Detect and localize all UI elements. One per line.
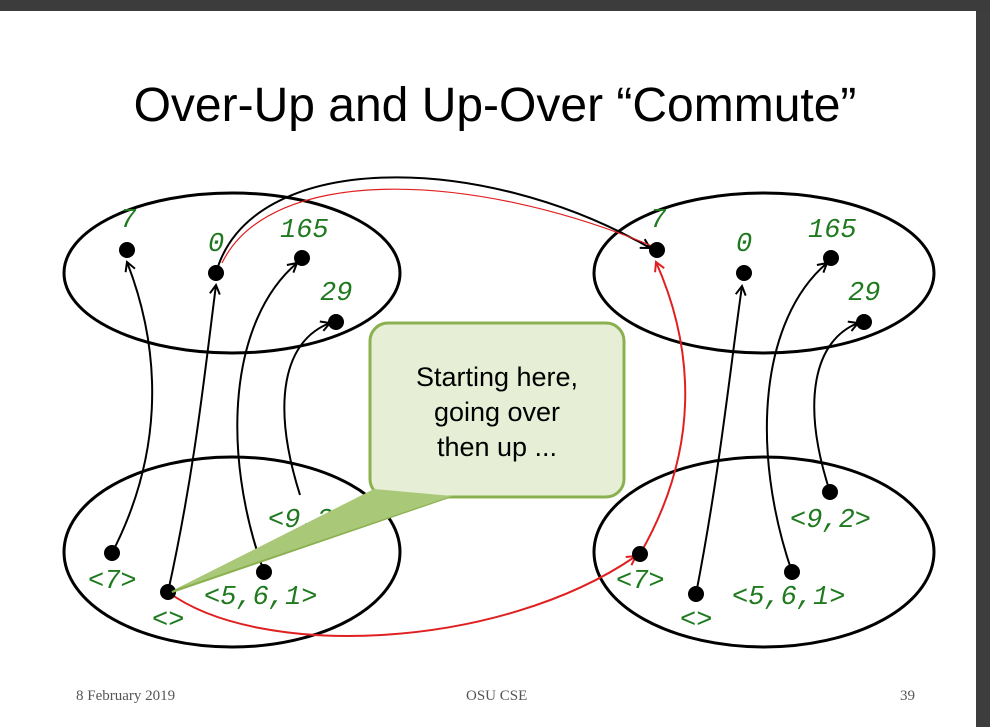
over-arc-black [215, 176, 650, 274]
label-right-7: 7 [650, 206, 667, 236]
dot-right-165 [823, 250, 839, 266]
dot-left-seq-561 [256, 564, 272, 580]
right-arrow-561 [765, 263, 827, 573]
dot-right-seq-561 [784, 564, 800, 580]
left-arrow-7 [111, 262, 154, 554]
dot-left-165 [294, 250, 310, 266]
dot-right-29 [856, 314, 872, 330]
dot-right-seq-7 [632, 546, 648, 562]
label-right-0: 0 [736, 230, 752, 260]
red-up-arrow [639, 262, 687, 555]
label-right-29: 29 [848, 279, 880, 309]
footer-date: 8 February 2019 [76, 688, 176, 704]
dot-left-seq-empty [160, 584, 176, 600]
label-left-seq-7: <7> [88, 567, 137, 597]
callout-bubble: Starting here, going over then up ... [171, 321, 626, 593]
right-top-set [592, 191, 936, 355]
label-right-165: 165 [808, 216, 857, 246]
label-right-seq-92: <9,2> [790, 506, 871, 536]
right-arrow-empty [695, 286, 742, 595]
left-arrow-92 [283, 323, 330, 496]
right-arrow-92 [813, 323, 858, 493]
over-arc-red [221, 188, 653, 264]
left-bottom-set [62, 455, 402, 649]
footer-page-number: 39 [900, 688, 915, 704]
label-left-0: 0 [208, 230, 224, 260]
dot-right-7 [649, 242, 665, 258]
label-left-7: 7 [120, 206, 137, 236]
right-bottom-set [592, 455, 936, 649]
dot-right-seq-empty [688, 586, 704, 602]
window-top-bar [0, 0, 990, 11]
dot-left-7 [119, 242, 135, 258]
callout-line-3: then up ... [437, 432, 557, 462]
label-left-seq-empty: <> [152, 606, 184, 636]
label-left-seq-561: <5,6,1> [204, 583, 317, 613]
dot-left-29 [328, 314, 344, 330]
slide-title: Over-Up and Up-Over “Commute” [133, 79, 857, 132]
label-right-seq-empty: <> [680, 606, 712, 636]
callout-line-2: going over [434, 397, 560, 427]
callout-line-1: Starting here, [416, 362, 578, 392]
left-top-set [62, 191, 402, 355]
dot-right-seq-92 [822, 484, 838, 500]
label-left-29: 29 [320, 279, 352, 309]
red-over-arrow [167, 556, 636, 637]
left-arrow-empty [167, 285, 216, 593]
dot-right-0 [736, 265, 752, 281]
window-right-edge [976, 11, 990, 727]
left-arrow-561 [236, 263, 297, 573]
label-right-seq-561: <5,6,1> [732, 583, 845, 613]
footer-center: OSU CSE [466, 688, 528, 704]
label-right-seq-7: <7> [616, 567, 665, 597]
dot-left-seq-7 [104, 545, 120, 561]
dot-left-0 [208, 265, 224, 281]
label-left-165: 165 [280, 216, 329, 246]
